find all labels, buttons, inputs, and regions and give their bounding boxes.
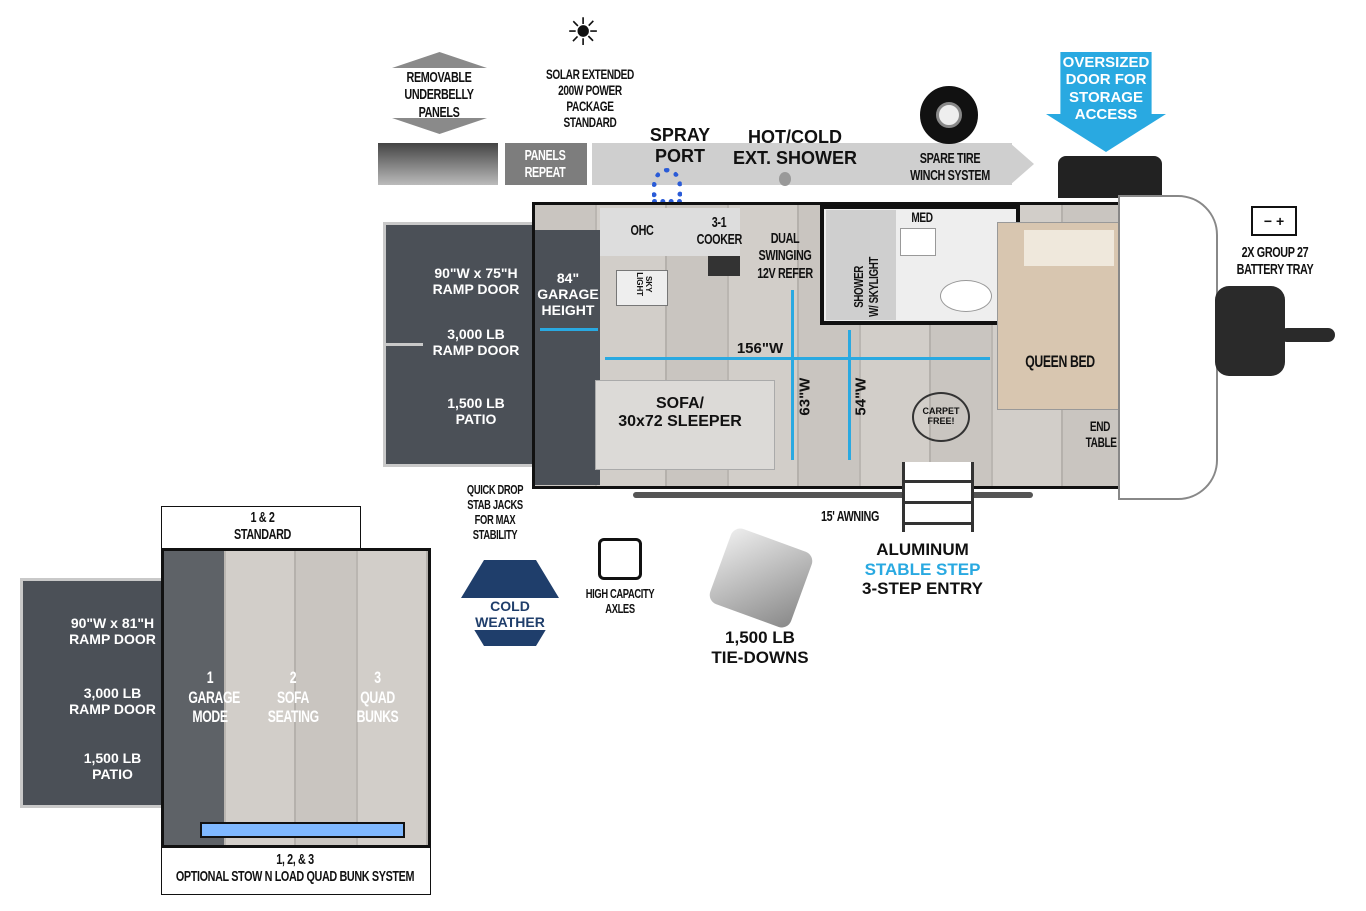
inset-wall: [164, 551, 224, 845]
sofa: [595, 380, 775, 470]
scale-icon: [598, 538, 642, 580]
down-arrow-icon: [392, 118, 487, 134]
bed-label: QUEEN BED: [1025, 352, 1095, 371]
sink-icon: [900, 228, 936, 256]
med-label: MED: [911, 209, 933, 225]
front-cap: [1118, 195, 1218, 500]
skylight-icon: [616, 270, 668, 306]
storage-door: [1058, 156, 1162, 198]
dim63-label: 63"W: [796, 377, 814, 416]
ramp-divider: [383, 343, 423, 346]
pillows: [1024, 230, 1114, 266]
kitchen-counter: [600, 208, 740, 256]
inset-bunk-light: [200, 822, 405, 838]
dim54-label: 54"W: [852, 377, 870, 416]
cooker-icon: [708, 256, 740, 276]
underbelly-strip: [378, 143, 498, 185]
awning-label: 15' AWNING: [821, 508, 879, 525]
awning-bar: [633, 492, 1033, 498]
width-arrow: [605, 357, 990, 360]
garage-height-arrow: [540, 328, 598, 331]
cold-weather-label: COLD WEATHER: [456, 598, 564, 631]
dim63-arrow: [791, 290, 794, 460]
width-label: 156"W: [736, 340, 784, 357]
hitch-tongue: [1280, 328, 1335, 342]
ohc-label: OHC: [630, 222, 654, 239]
steps: [902, 462, 974, 532]
spray-hose-icon: [652, 168, 682, 204]
up-arrow-icon: [392, 52, 487, 68]
tie-down-icon: [706, 525, 816, 631]
shower-head-icon: [779, 172, 791, 186]
dim54-arrow: [848, 330, 851, 460]
inset-ramp-door: [20, 578, 165, 808]
battery-icon: − +: [1251, 206, 1297, 236]
inset-standard-box: [161, 506, 361, 550]
spare-tire-icon: [920, 86, 978, 144]
inset-optional-box: [161, 848, 431, 895]
garage-wall: [535, 230, 600, 485]
panels-repeat-box: [505, 143, 587, 185]
shower-stall: [826, 210, 896, 320]
solar-panel-icon: ☀: [566, 12, 601, 54]
feature-strip-arrow: [1010, 143, 1034, 185]
sofa-label: SOFA/30x72 SLEEPER: [618, 395, 742, 431]
hitch: [1215, 286, 1285, 376]
toilet-icon: [940, 280, 992, 312]
